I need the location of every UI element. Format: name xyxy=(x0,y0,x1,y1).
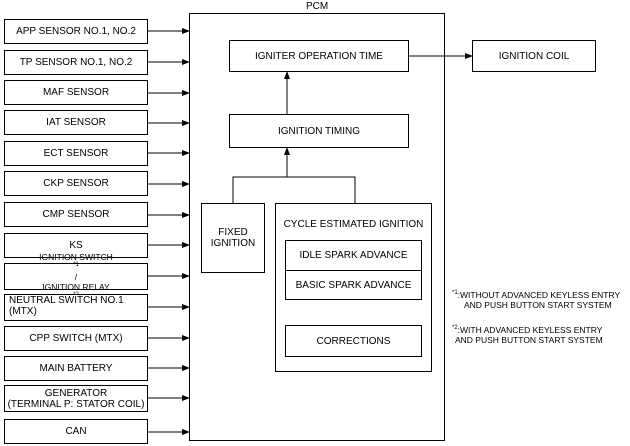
can-box: CAN xyxy=(4,419,148,444)
generator-box: GENERATOR (TERMINAL P: STATOR COIL) xyxy=(4,385,148,412)
fixed-ignition-line2: IGNITION xyxy=(210,238,256,249)
ect-sensor-box: ECT SENSOR xyxy=(4,141,148,166)
footnote-2: *2:WITH ADVANCED KEYLESS ENTRY AND PUSH … xyxy=(452,325,603,345)
can-label: CAN xyxy=(65,426,87,437)
footnote-2-line1: :WITH ADVANCED KEYLESS ENTRY xyxy=(457,325,603,335)
ks-box: KS xyxy=(4,233,148,258)
maf-sensor-box: MAF SENSOR xyxy=(4,80,148,105)
ckp-sensor-box: CKP SENSOR xyxy=(4,171,148,196)
neutral-switch-line1: NEUTRAL SWITCH NO.1 xyxy=(9,295,124,306)
ignition-coil-box: IGNITION COIL xyxy=(472,40,596,72)
cmp-sensor-box: CMP SENSOR xyxy=(4,202,148,227)
footnote-1-line1: :WITHOUT ADVANCED KEYLESS ENTRY xyxy=(457,290,621,300)
app-sensor-label: APP SENSOR NO.1, NO.2 xyxy=(16,26,136,37)
footnote-2-mark: *2 xyxy=(452,325,458,332)
maf-sensor-label: MAF SENSOR xyxy=(42,87,110,98)
app-sensor-box: APP SENSOR NO.1, NO.2 xyxy=(4,19,148,44)
ect-sensor-label: ECT SENSOR xyxy=(43,148,109,159)
ignition-timing-box: IGNITION TIMING xyxy=(229,114,409,148)
idle-spark-advance-box: IDLE SPARK ADVANCE xyxy=(285,240,422,271)
tp-sensor-box: TP SENSOR NO.1, NO.2 xyxy=(4,50,148,75)
iat-sensor-label: IAT SENSOR xyxy=(46,117,106,128)
basic-spark-advance-box: BASIC SPARK ADVANCE xyxy=(285,270,422,300)
ignition-coil-label: IGNITION COIL xyxy=(498,50,570,62)
cpp-switch-label: CPP SWITCH (MTX) xyxy=(29,333,123,344)
generator-line2: (TERMINAL P: STATOR COIL) xyxy=(7,398,145,410)
pcm-outline xyxy=(189,13,445,441)
footnote-1-line2: AND PUSH BUTTON START SYSTEM xyxy=(464,300,612,310)
ks-label: KS xyxy=(69,240,83,251)
fixed-ignition-line1: FIXED xyxy=(218,227,248,238)
igniter-operation-time-label: IGNITER OPERATION TIME xyxy=(255,50,383,62)
cycle-estimated-ignition-label: CYCLE ESTIMATED IGNITION xyxy=(283,219,424,230)
cpp-switch-box: CPP SWITCH (MTX) xyxy=(4,326,148,351)
ckp-sensor-label: CKP SENSOR xyxy=(43,178,109,189)
ignition-switch-box: IGNITION SWITCH*1/ IGNITION RELAY*2 xyxy=(4,252,148,298)
igniter-operation-time-box: IGNITER OPERATION TIME xyxy=(229,40,409,72)
pcm-title: PCM xyxy=(306,1,329,12)
generator-line1: GENERATOR xyxy=(44,387,108,399)
corrections-label: CORRECTIONS xyxy=(316,335,391,347)
input-arrows xyxy=(148,28,190,435)
fixed-ignition-box: FIXED IGNITION xyxy=(201,203,265,273)
cmp-sensor-label: CMP SENSOR xyxy=(42,209,110,220)
tp-sensor-label: TP SENSOR NO.1, NO.2 xyxy=(19,57,133,68)
ignition-timing-label: IGNITION TIMING xyxy=(277,125,361,137)
main-battery-label: MAIN BATTERY xyxy=(39,363,113,374)
ignition-relay-label: IGNITION RELAY xyxy=(42,281,110,292)
neutral-switch-line2: (MTX) xyxy=(9,306,37,317)
corrections-box: CORRECTIONS xyxy=(285,325,422,357)
basic-spark-advance-label: BASIC SPARK ADVANCE xyxy=(295,279,412,291)
footnote-1: *1:WITHOUT ADVANCED KEYLESS ENTRY AND PU… xyxy=(452,290,620,310)
footnote-2-line2: AND PUSH BUTTON START SYSTEM xyxy=(455,335,603,345)
footnote-1-mark: *1 xyxy=(452,290,458,297)
idle-spark-advance-label: IDLE SPARK ADVANCE xyxy=(299,250,408,261)
main-battery-box: MAIN BATTERY xyxy=(4,356,148,381)
ignition-switch-label: IGNITION SWITCH xyxy=(39,251,113,262)
iat-sensor-box: IAT SENSOR xyxy=(4,110,148,135)
neutral-switch-box: NEUTRAL SWITCH NO.1 (MTX) xyxy=(4,294,148,321)
ignition-switch-mark: *1 xyxy=(73,261,79,268)
ignition-switch-separator: / xyxy=(74,271,78,282)
